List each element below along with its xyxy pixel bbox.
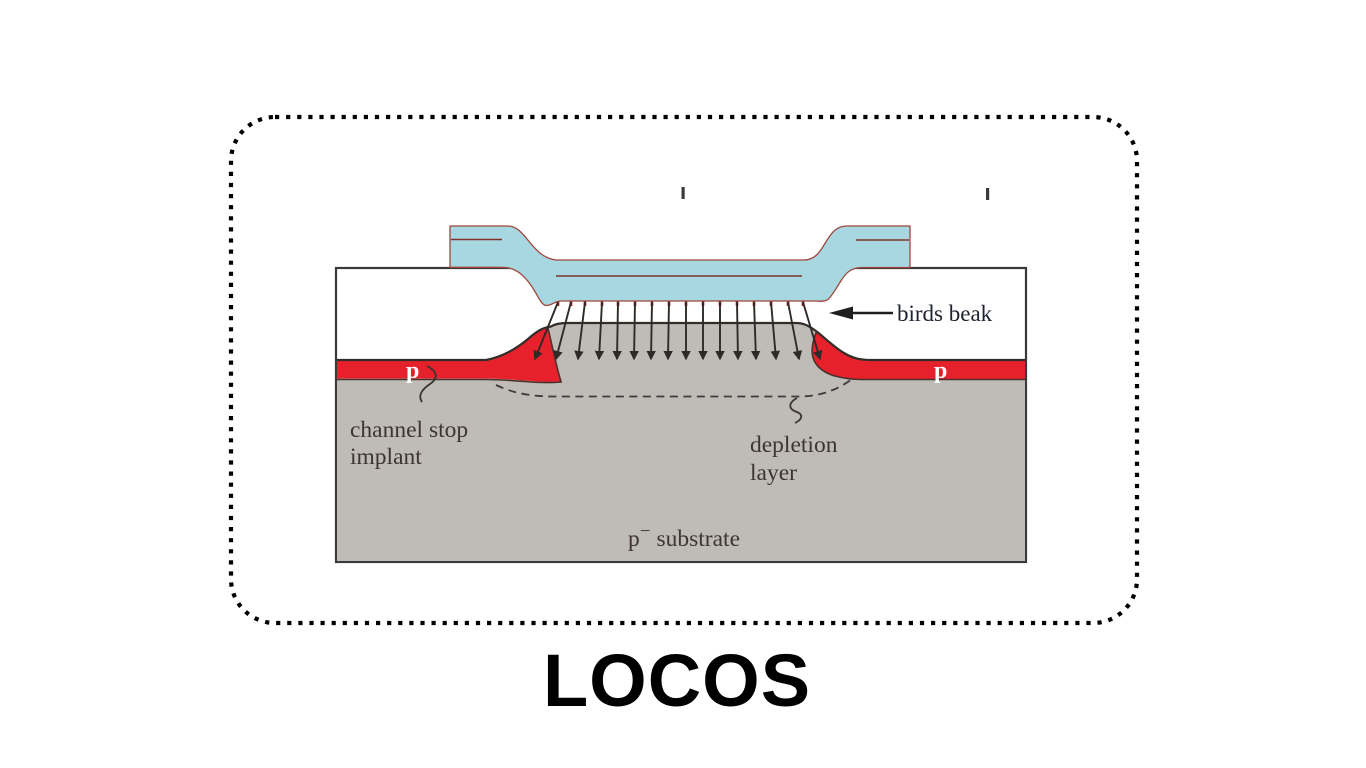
field-line-arrow	[802, 301, 823, 361]
implant-right-outline	[811, 330, 1025, 381]
field-oxide-layer	[449, 225, 911, 307]
field-line-arrow	[770, 301, 781, 361]
p-minus-substrate	[337, 323, 1025, 561]
depletion-label-line2: layer	[750, 460, 797, 486]
field-line-arrow	[594, 301, 605, 361]
birds-beak-label: birds beak	[897, 301, 993, 326]
depletion-squiggle	[789, 397, 803, 424]
field-line-arrow	[612, 301, 622, 361]
figure-title: LOCOS	[543, 639, 811, 722]
field-line-arrow	[733, 301, 743, 361]
field-line-arrow	[663, 301, 673, 361]
field-line-arrow	[629, 301, 639, 361]
p-implant-label-right: p	[934, 358, 947, 384]
substrate-label: p−substrate	[628, 521, 740, 552]
field-line-arrow	[787, 301, 803, 361]
p-implant-label-left: p	[406, 358, 419, 384]
channel-stop-implant-right	[811, 330, 1025, 379]
channel-stop-label-line2: implant	[350, 444, 422, 470]
tick-mark-left	[681, 187, 685, 199]
field-line-arrow	[574, 301, 586, 361]
channel-stop-label-line1: channel stop	[350, 417, 468, 443]
birds-beak-arrowhead-icon	[829, 306, 853, 320]
tick-mark-right	[986, 188, 990, 200]
field-line-arrow	[750, 301, 761, 361]
field-line-arrow	[646, 301, 656, 361]
channel-stop-squiggle	[419, 365, 437, 403]
silicon-surface-line	[337, 321, 1025, 362]
substrate-label-sup: −	[640, 521, 651, 542]
channel-stop-implant-left	[337, 327, 562, 383]
depletion-label-line1: depletion	[750, 432, 838, 458]
field-line-arrow	[553, 301, 572, 361]
substrate-label-rest: substrate	[656, 526, 740, 552]
field-line-arrow	[533, 301, 559, 361]
depletion-layer-boundary	[495, 378, 853, 398]
substrate-label-p: p	[628, 526, 640, 552]
